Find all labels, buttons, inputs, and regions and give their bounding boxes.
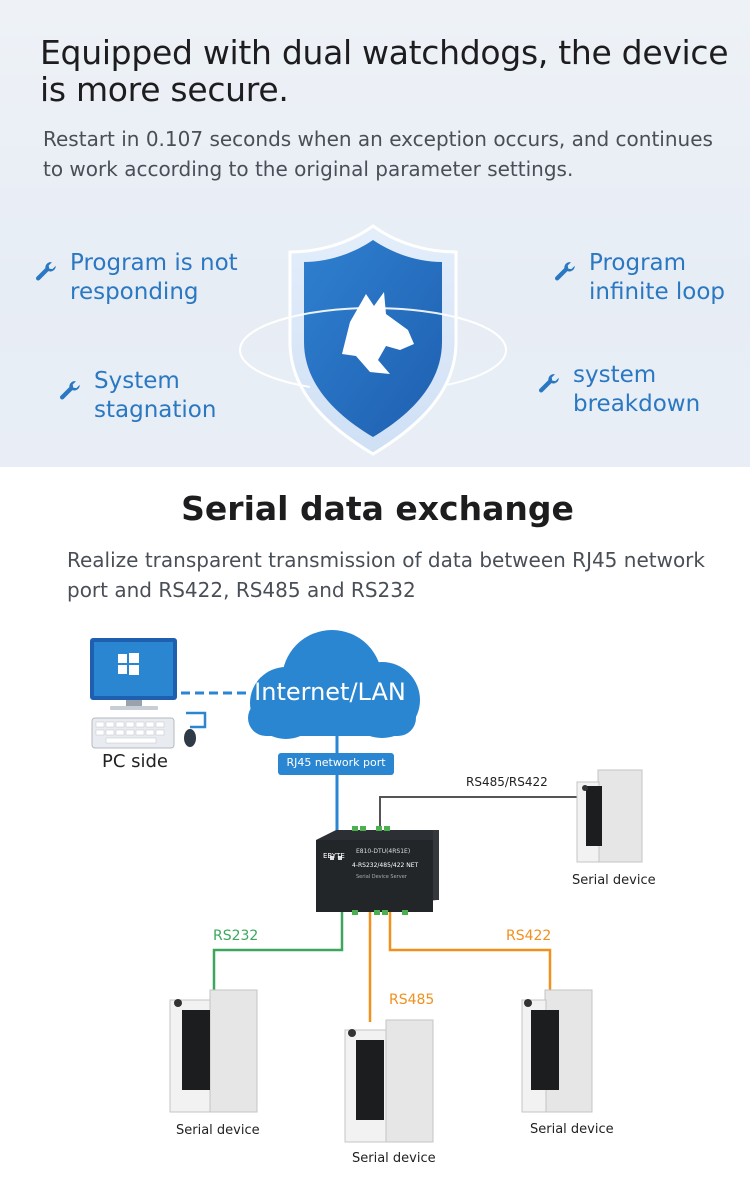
serial-device-plc: [521, 989, 593, 1113]
rj45-label: RJ45 network port: [286, 756, 386, 769]
device-brand: EBYTE: [323, 852, 345, 860]
device-desc: Serial Device Server: [356, 874, 407, 880]
device-model: E810-DTU(4RS1E): [356, 848, 411, 855]
rs485-rs422-label: RS485/RS422: [466, 775, 548, 789]
wrench-icon: [555, 262, 575, 281]
feature-system-stagnation: System stagnation: [94, 368, 217, 423]
watchdog-subtitle: Restart in 0.107 seconds when an excepti…: [43, 127, 713, 181]
device-server-icon: [316, 826, 439, 915]
feature-program-not-responding: Program is not responding: [70, 250, 238, 305]
rs422-label: RS422: [506, 928, 552, 944]
cloud-icon: [248, 630, 420, 739]
feature-program-infinite-loop: Program infinite loop: [589, 250, 726, 305]
feature-system-breakdown: system breakdown: [573, 362, 701, 417]
rs485-label: RS485: [389, 992, 435, 1008]
serial-device-plc: [169, 989, 258, 1113]
wrench-icon: [36, 262, 56, 281]
wrench-icon: [539, 374, 559, 393]
serial-device-label: Serial device: [530, 1122, 614, 1137]
pc-icon: [90, 638, 196, 749]
serial-device-label: Serial device: [176, 1123, 260, 1138]
rs232-label: RS232: [213, 928, 259, 944]
serial-subtitle: Realize transparent transmission of data…: [67, 548, 705, 602]
network-diagram: [90, 630, 643, 1143]
pc-label: PC side: [101, 751, 169, 772]
serial-device-plc: [576, 769, 643, 863]
watchdog-title: Equipped with dual watchdogs, the device…: [40, 33, 729, 109]
watchdog-section: Equipped with dual watchdogs, the device…: [0, 0, 750, 467]
device-name: 4-RS232/485/422 NET: [352, 862, 419, 869]
wrench-icon: [60, 381, 80, 400]
serial-title: Serial data exchange: [181, 489, 574, 528]
rj45-badge: [278, 753, 394, 775]
serial-device-label: Serial device: [352, 1151, 436, 1166]
cloud-label: Internet/LAN: [254, 678, 406, 706]
serial-device-label: Serial device: [572, 873, 656, 888]
serial-device-plc: [344, 1019, 434, 1143]
shield-icon: [239, 224, 507, 456]
